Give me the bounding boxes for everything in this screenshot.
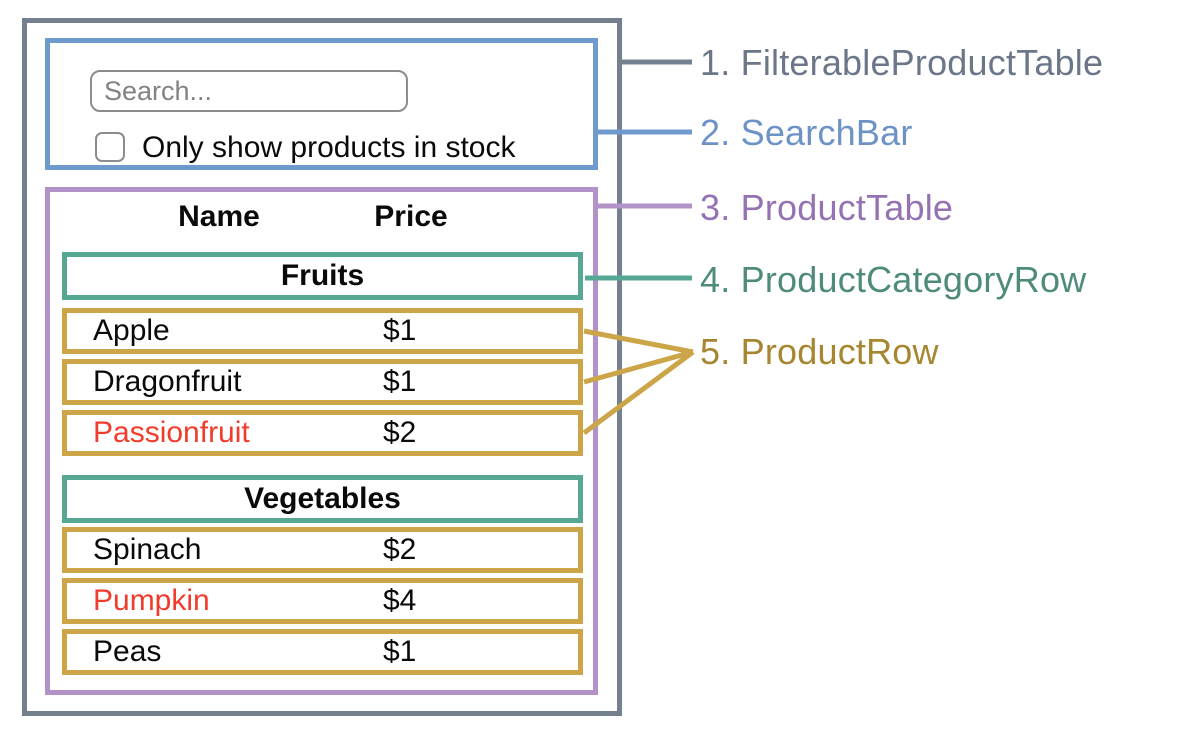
category-row-fruits: Fruits: [62, 252, 583, 300]
in-stock-checkbox-label: Only show products in stock: [142, 131, 516, 164]
product-name: Pumpkin: [93, 584, 210, 617]
search-input[interactable]: [90, 70, 408, 112]
product-name: Passionfruit: [93, 416, 250, 449]
product-row: Pumpkin $4: [62, 578, 583, 624]
product-price: $2: [383, 416, 417, 449]
product-price: $2: [383, 533, 417, 566]
product-row: Dragonfruit $1: [62, 359, 583, 405]
product-row: Peas $1: [62, 629, 583, 675]
product-name: Dragonfruit: [93, 365, 242, 398]
product-name: Spinach: [93, 533, 202, 566]
legend-item-product-category-row: 4. ProductCategoryRow: [700, 259, 1087, 300]
column-header-price: Price: [374, 200, 448, 233]
product-price: $1: [383, 314, 417, 347]
product-name: Apple: [93, 314, 170, 347]
product-row: Spinach $2: [62, 527, 583, 573]
legend-item-product-table: 3. ProductTable: [700, 187, 954, 228]
product-price: $1: [383, 365, 417, 398]
product-price: $1: [383, 635, 417, 668]
product-row: Apple $1: [62, 308, 583, 354]
column-header-name: Name: [178, 200, 260, 233]
product-price: $4: [383, 584, 417, 617]
legend-item-filterable-product-table: 1. FilterableProductTable: [700, 42, 1104, 83]
category-row-vegetables: Vegetables: [62, 475, 583, 523]
product-row: Passionfruit $2: [62, 410, 583, 456]
legend-item-product-row: 5. ProductRow: [700, 331, 939, 372]
in-stock-checkbox[interactable]: [95, 132, 125, 162]
product-name: Peas: [93, 635, 162, 668]
legend-item-search-bar: 2. SearchBar: [700, 112, 913, 153]
